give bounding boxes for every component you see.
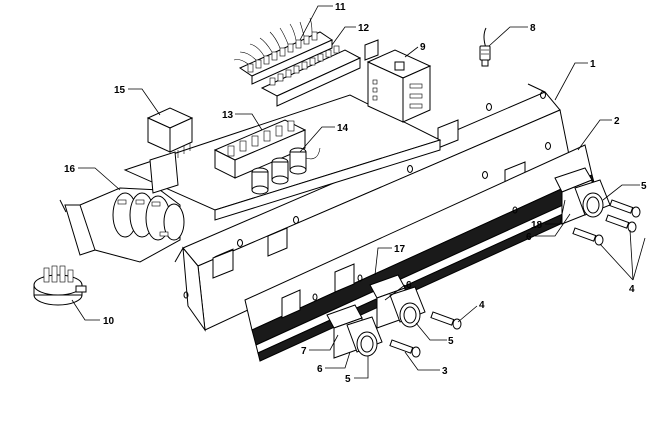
temperature-probe-8 xyxy=(479,27,491,67)
callout-1: 1 xyxy=(590,59,596,70)
callout-6-right: 6 xyxy=(526,232,532,243)
callout-10: 10 xyxy=(103,316,115,327)
push-button-switch-right xyxy=(554,167,611,225)
callout-5-middle: 5 xyxy=(448,336,454,347)
callout-17: 17 xyxy=(394,244,406,255)
callout-labels: 1 2 3 4 4 5 5 5 6 6 6 7 8 9 10 11 12 13 … xyxy=(64,2,647,385)
callout-14: 14 xyxy=(337,123,349,134)
callout-2: 2 xyxy=(614,116,620,127)
terminal-block-12 xyxy=(260,39,379,107)
callout-15: 15 xyxy=(114,85,126,96)
callout-7: 7 xyxy=(301,346,307,357)
indicator-lamps xyxy=(389,199,641,358)
push-button-switch-middle xyxy=(369,274,426,329)
pressure-switch-10 xyxy=(33,265,87,306)
callout-9: 9 xyxy=(420,42,426,53)
callout-4-front: 4 xyxy=(479,300,485,311)
callout-13: 13 xyxy=(222,110,234,121)
callout-3: 3 xyxy=(442,366,448,377)
callout-18: 18 xyxy=(531,220,543,231)
switch-bank-13 xyxy=(213,119,307,179)
callout-4-right: 4 xyxy=(629,284,635,295)
wiring-connector-11 xyxy=(233,17,334,85)
contactor-relay-9 xyxy=(366,49,432,123)
callout-leaders xyxy=(71,5,646,379)
control-panel-housing xyxy=(174,83,571,332)
callout-11: 11 xyxy=(335,2,346,13)
callout-8: 8 xyxy=(530,23,536,34)
callout-5-left: 5 xyxy=(345,374,351,385)
timer-motor-16 xyxy=(59,151,185,263)
capacitors-14 xyxy=(251,147,321,195)
callout-6-middle: 6 xyxy=(406,280,412,291)
callout-5-right: 5 xyxy=(641,181,647,192)
callout-16: 16 xyxy=(64,164,76,175)
callout-6-left: 6 xyxy=(317,364,323,375)
callout-12: 12 xyxy=(358,23,370,34)
push-button-switch-left xyxy=(326,304,383,359)
